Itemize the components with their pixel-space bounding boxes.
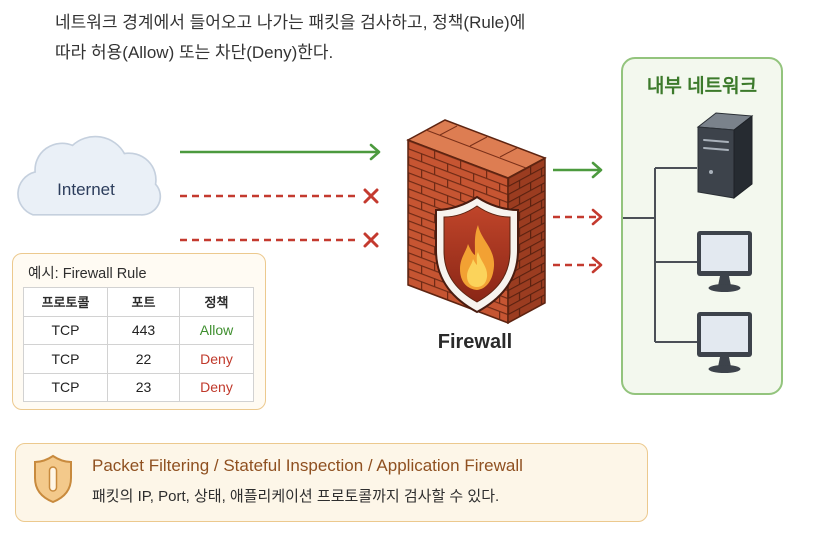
cell-port: 22 xyxy=(107,344,180,374)
server-icon xyxy=(696,112,754,200)
cell-protocol: TCP xyxy=(23,344,108,374)
header-protocol: 프로토콜 xyxy=(23,287,108,317)
block-x-icon xyxy=(363,188,379,204)
cell-policy: Allow xyxy=(179,315,254,345)
rule-table: 프로토콜 포트 정책 TCP 443 Allow TCP 22 Deny TCP xyxy=(23,287,254,402)
server-drive-bays xyxy=(703,139,729,151)
inbound-arrow-1 xyxy=(180,143,381,161)
arrowhead-icon xyxy=(591,256,603,274)
shield-flame-icon xyxy=(435,195,519,314)
info-description: 패킷의 IP, Port, 상태, 애플리케이션 프로토콜까지 검사할 수 있다… xyxy=(92,488,500,505)
cell-policy: Deny xyxy=(179,344,254,374)
cloud-icon xyxy=(17,135,162,216)
monitor-icon xyxy=(697,231,752,292)
monitor-screen xyxy=(701,235,748,271)
table-row: TCP 23 Deny xyxy=(23,372,254,402)
intro-line-1: 네트워크 경계에서 들어오고 나가는 패킷을 검사하고, 정책(Rule)에 xyxy=(55,13,526,32)
firewall-label: Firewall xyxy=(437,331,513,353)
flame-inner xyxy=(467,252,488,287)
cloud-shape xyxy=(17,135,162,216)
monitor-neck xyxy=(718,276,731,286)
wall-top-mortar xyxy=(425,125,527,169)
arrowhead-icon xyxy=(591,208,603,226)
brick-wall-icon xyxy=(406,119,547,325)
server-power-light xyxy=(709,170,713,174)
info-shield-bar xyxy=(48,466,58,492)
monitor-base xyxy=(708,284,741,292)
outbound-arrow-2 xyxy=(553,208,603,226)
x-stroke-b xyxy=(363,188,379,204)
outbound-arrow-1 xyxy=(553,161,603,179)
header-policy: 정책 xyxy=(179,287,254,317)
server-side xyxy=(733,114,753,200)
monitor-base xyxy=(708,365,741,373)
inbound-arrow-3 xyxy=(180,232,379,248)
cell-protocol: TCP xyxy=(23,372,108,402)
internal-network-topology xyxy=(623,112,754,373)
info-title: Packet Filtering / Stateful Inspection /… xyxy=(92,456,523,475)
rule-card-title: 예시: Firewall Rule xyxy=(28,266,147,282)
monitor-icon xyxy=(697,312,752,373)
shield-alert-icon xyxy=(34,454,72,504)
cell-port: 443 xyxy=(107,315,180,345)
internal-network-title: 내부 네트워크 xyxy=(646,76,758,97)
monitor-screen xyxy=(701,316,748,352)
table-row: TCP 443 Allow xyxy=(23,315,254,345)
arrowhead-icon xyxy=(591,161,603,179)
server-front xyxy=(697,126,735,199)
cell-protocol: TCP xyxy=(23,315,108,345)
table-header-row: 프로토콜 포트 정책 xyxy=(23,287,254,317)
intro-text: 네트워크 경계에서 들어오고 나가는 패킷을 검사하고, 정책(Rule)에 따… xyxy=(55,8,525,68)
monitor-neck xyxy=(718,357,731,367)
cell-port: 23 xyxy=(107,372,180,402)
inbound-arrow-2 xyxy=(180,188,379,204)
outbound-arrow-3 xyxy=(553,256,603,274)
intro-line-2: 따라 허용(Allow) 또는 차단(Deny)한다. xyxy=(55,43,334,62)
arrowhead-icon xyxy=(369,143,381,161)
block-x-icon xyxy=(363,232,379,248)
internet-label: Internet xyxy=(57,180,115,199)
cell-policy: Deny xyxy=(179,372,254,402)
header-port: 포트 xyxy=(107,287,180,317)
info-box: Packet Filtering / Stateful Inspection /… xyxy=(15,443,648,522)
x-stroke-b xyxy=(363,232,379,248)
table-row: TCP 22 Deny xyxy=(23,344,254,374)
firewall-rule-card: 예시: Firewall Rule 프로토콜 포트 정책 TCP 443 All… xyxy=(12,253,266,410)
network-connection-lines xyxy=(623,167,697,343)
